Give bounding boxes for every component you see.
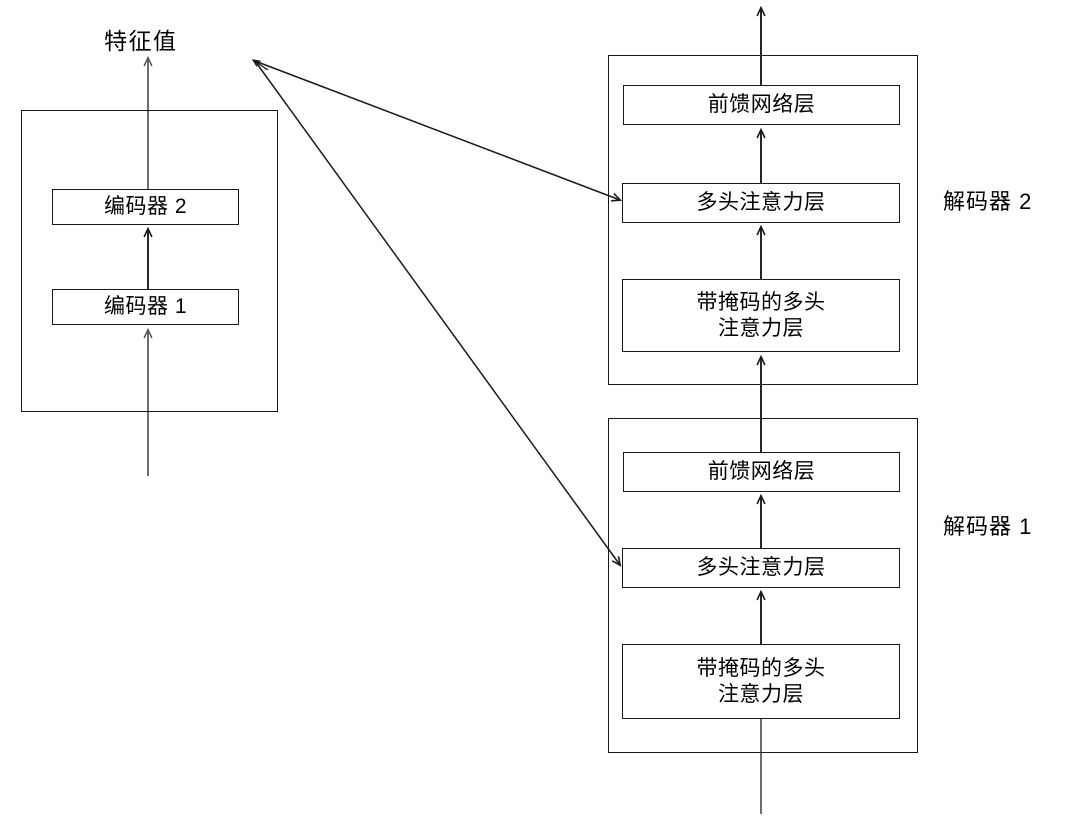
- decoder-1-multihead-attention-box[interactable]: 多头注意力层: [622, 548, 900, 588]
- arrow-features-to-decoder1-attention: [254, 60, 620, 565]
- decoder-2-feedforward-box[interactable]: 前馈网络层: [623, 85, 900, 125]
- encoder-group-container: [21, 110, 278, 412]
- decoder-2-masked-multihead-attention-box[interactable]: 带掩码的多头 注意力层: [622, 279, 900, 352]
- arrow-features-to-decoder2-attention: [254, 60, 620, 200]
- decoder-2-group-container: [608, 55, 918, 385]
- decoder-1-group-container: [608, 418, 918, 753]
- decoder-2-label: 解码器 2: [943, 189, 1033, 214]
- decoder-2-multihead-attention-box[interactable]: 多头注意力层: [622, 183, 900, 223]
- feature-value-title: 特征值: [104, 28, 178, 54]
- decoder-1-masked-multihead-attention-box[interactable]: 带掩码的多头 注意力层: [622, 644, 900, 719]
- encoder-1-box[interactable]: 编码器 1: [52, 289, 239, 325]
- encoder-2-box[interactable]: 编码器 2: [52, 189, 239, 225]
- decoder-1-feedforward-box[interactable]: 前馈网络层: [623, 452, 900, 492]
- decoder-1-label: 解码器 1: [943, 514, 1033, 539]
